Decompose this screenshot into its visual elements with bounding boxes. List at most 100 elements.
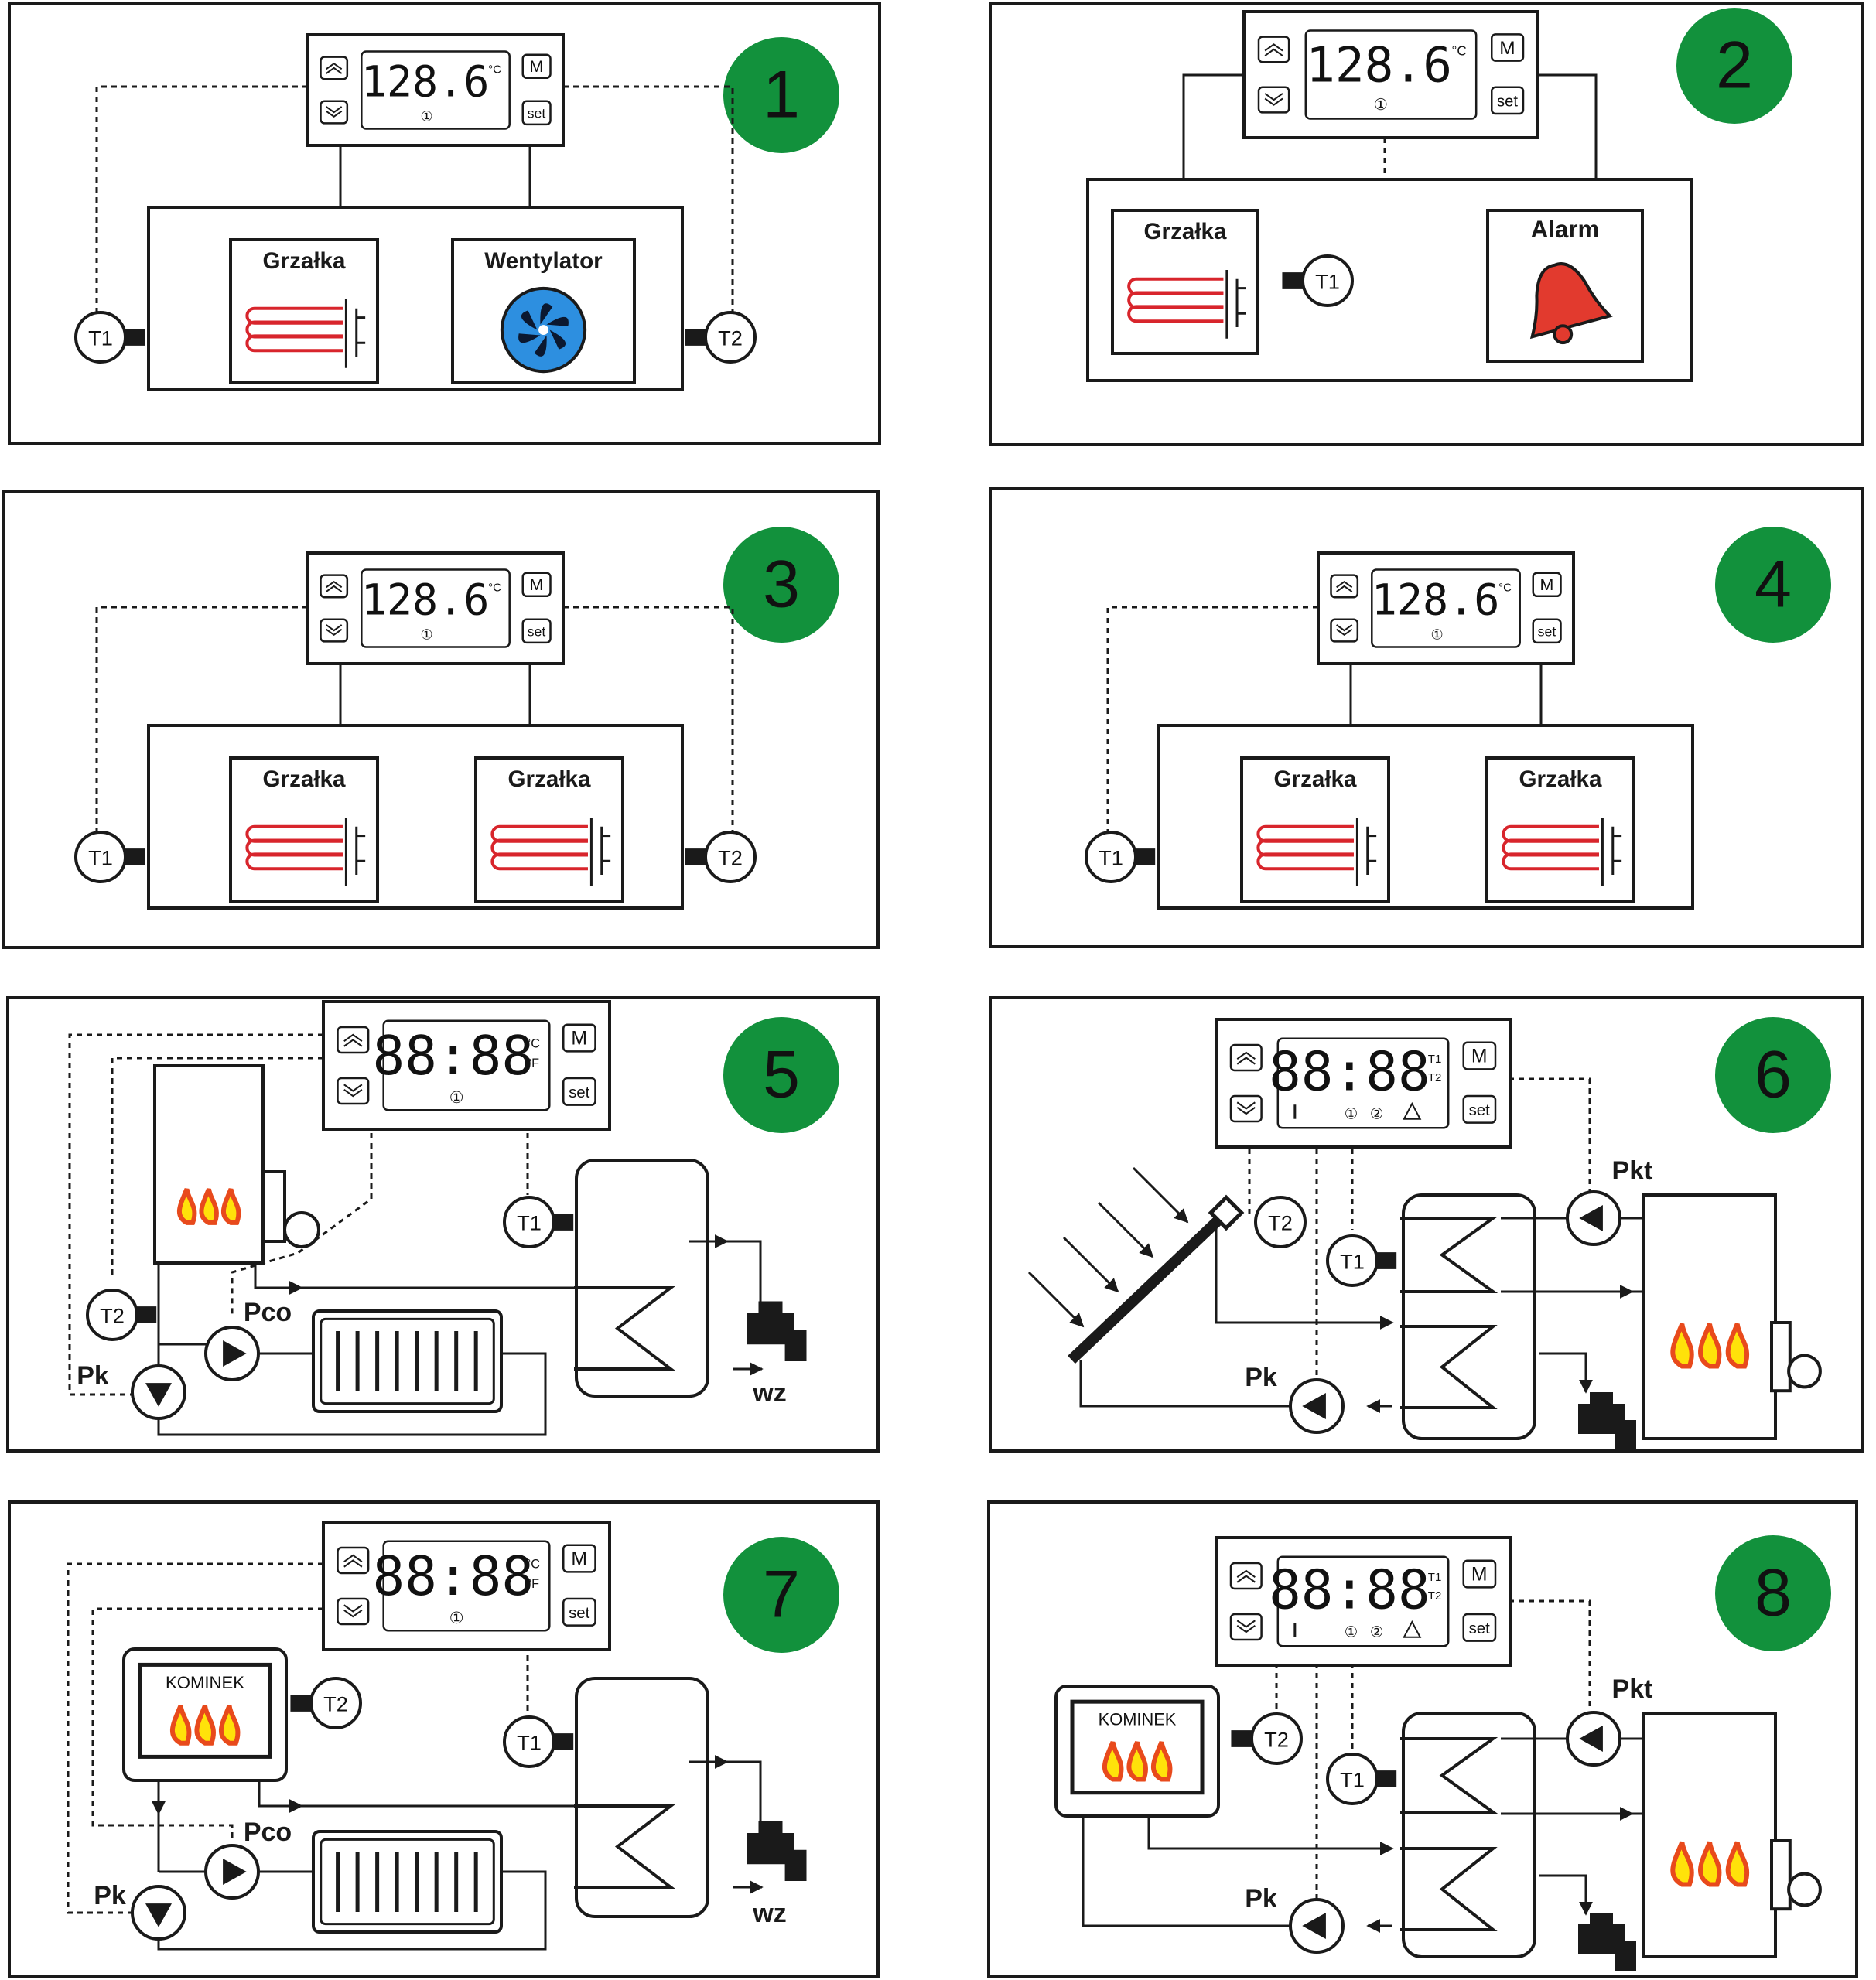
sensor-probe [685,848,706,865]
display-unit-f: °F [527,1577,539,1591]
sensor-wire [1509,1599,1591,1709]
heater-flange [344,817,366,886]
heat-exchanger-coil [574,1804,675,1889]
pump-pco-label: Pco [244,1298,292,1327]
flame [220,1179,241,1225]
sensor-label: T2 [323,1692,348,1716]
panel-number: 6 [1755,1038,1792,1112]
sensor-wire [231,1133,373,1315]
mode-button-label: M [1471,1564,1488,1585]
sensor-wire [95,606,308,831]
set-button [1491,86,1525,115]
fan-blade [540,303,553,325]
sensor-probe [552,1733,574,1750]
sensor-probe [135,1306,157,1323]
display-unit-c: °C [526,1557,540,1571]
relay-1-indicator: ① [1430,627,1443,643]
radiator-body [312,1830,503,1934]
pump [131,1885,186,1941]
mode-button [562,1544,596,1573]
heating-element-icon [245,299,366,368]
pump [131,1364,186,1420]
sensor-probe [1375,1770,1397,1787]
heater-coil [1256,852,1354,871]
tap-body [1578,1924,1636,1971]
panel-number: 3 [763,548,800,622]
sensor-label: T1 [1340,1250,1365,1274]
fan-blade [534,335,547,357]
sensor-sensor_t2: T2 [290,1677,362,1729]
down-arrow-icon [343,1084,363,1098]
badge-circle [1715,1535,1831,1651]
pipe-line [1079,1360,1290,1408]
heating-element-icon [490,817,611,886]
sensor-probe [290,1695,312,1712]
set-button [562,1597,596,1627]
display-readout: 88:88 [373,1546,535,1608]
sensor-label: T2 [1268,1211,1293,1235]
heater-label: Grzałka [1274,766,1357,792]
sensor-wire [111,1057,323,1276]
display-window [361,50,511,130]
fan-blade [546,316,569,326]
pump [1566,1711,1621,1767]
relay-wire [1182,73,1244,179]
sensor-sensor_t2: T2 [1231,1712,1303,1765]
display-readout: 88:88 [373,1026,535,1087]
pump-pk-label: Pk [94,1881,126,1910]
sensor-circle [704,831,757,883]
flame [218,1696,241,1746]
sensor-wire [91,1607,323,1841]
panel-number: 7 [763,1558,800,1632]
relay-1-indicator: ① [449,1610,464,1627]
flame [1698,1832,1722,1887]
display-window [382,1019,551,1111]
storage-tank [575,1159,709,1398]
pump-arrow-icon [1302,1393,1326,1419]
badge-circle [723,1017,839,1133]
down-arrow-icon [343,1604,363,1618]
display-window [1371,568,1521,648]
boiler-unit [1642,1712,1822,1958]
set-button-label: set [1538,623,1556,639]
collector-head [1208,1194,1245,1231]
burner-fan [1787,1872,1822,1907]
sensor-sensor_t1: T1 [503,1196,574,1248]
heater-box [474,756,624,903]
up-arrow-icon [1236,1051,1256,1065]
set-button-label: set [569,1084,590,1101]
set-button-label: set [1469,1620,1491,1637]
sensor-probe [1282,272,1304,289]
burner-box [261,1170,286,1243]
display-t1-mark: T1 [1428,1571,1442,1584]
set-button [521,618,552,644]
relay-1-indicator: ① [420,109,432,125]
warning-icon [1403,1101,1422,1120]
heater-box [229,238,379,384]
heat-exchanger-coil [1400,1737,1498,1814]
heater-unit: Grzałka [229,756,379,903]
water-tap-icon [1578,1913,1636,1971]
panel-number: 2 [1716,29,1753,103]
panel-number: 1 [763,58,800,132]
relay-1-indicator: ① [420,627,432,643]
badge-circle [723,37,839,153]
sensor-sensor_t2: T2 [685,311,757,364]
flame [1102,1732,1124,1782]
heating-element-icon [1256,817,1377,886]
burner-fan [1787,1354,1822,1389]
panel-number-badge: 3 [723,527,839,643]
heater-label: Grzałka [1519,766,1602,792]
pump [204,1326,260,1381]
sensor-probe [124,848,145,865]
sensor-sensor_t1: T1 [1282,254,1354,307]
up-arrow-icon [343,1554,363,1568]
solar-collector [1027,1166,1245,1364]
tap-body [747,1313,807,1361]
heater-box [229,756,379,903]
sensor-circle [503,1196,555,1248]
